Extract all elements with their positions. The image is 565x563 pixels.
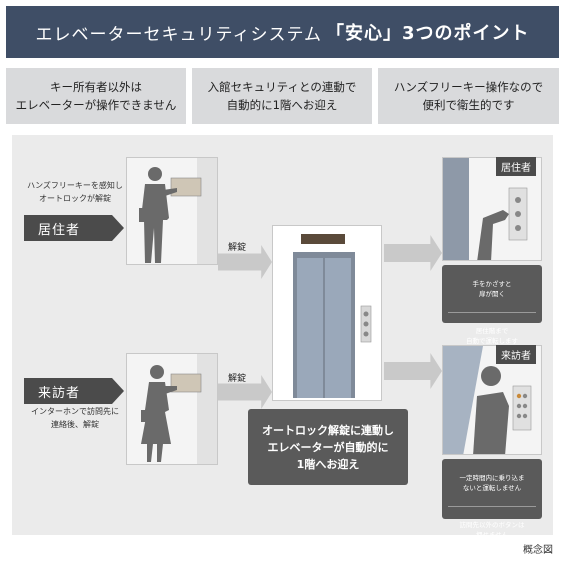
visitor-person-icon [127,354,217,464]
header-emphasis: 「安心」3つのポイント [325,23,530,44]
unlock-label-visitor: 解錠 [228,374,247,384]
resident-person-icon [127,158,217,264]
resident-note-divider [448,312,536,313]
visitor-badge: 来訪者 [496,345,536,364]
visitor-elevator-illustration [442,345,542,455]
visitor-note-2: 訪問先以外のボタンは 押せません [459,521,525,539]
arrow-to-visitor-floor [384,353,442,389]
visitor-notes-box: 一定時間内に乗り込ま ないと運転しません 訪問先以外のボタンは 押せません [442,459,542,539]
concept-caption: 概念図 [523,545,553,556]
resident-entrance-illustration [126,157,218,265]
hand-over-button-icon [443,158,541,260]
resident-badge: 居住者 [496,157,536,176]
point-1: キー所有者以外は エレベーターが操作できません [6,68,186,124]
unlock-label-resident: 解錠 [228,243,247,253]
elevator-icon [273,226,381,400]
visitor-note: インターホンで訪問先に 連絡後、解錠 [31,407,119,429]
diagram-panel: ハンズフリーキーを感知し オートロックが解錠 居住者 来訪者 インターホンで訪問… [12,135,553,539]
center-message-box: オートロック解錠に連動し エレベーターが自動的に 1階へお迎え [248,409,408,485]
arrow-to-resident-floor [384,235,442,271]
resident-label: 居住者 [38,222,81,238]
resident-tag: 居住者 [24,215,124,241]
resident-note-1: 手をかざすと 扉が開く [472,280,512,298]
resident-note: ハンズフリーキーを感知し オートロックが解錠 [27,181,123,203]
visitor-entrance-illustration [126,353,218,465]
visitor-in-elevator-icon [443,346,541,454]
visitor-note-1: 一定時間内に乗り込ま ないと運転しません [459,474,525,492]
visitor-label: 来訪者 [38,385,81,401]
page-header: エレベーターセキュリティシステム 「安心」3つのポイント [6,6,559,58]
point-3: ハンズフリーキー操作なので 便利で衛生的です [378,68,559,124]
elevator-illustration [272,225,382,401]
visitor-tag: 来訪者 [24,378,124,404]
visitor-note-divider [448,506,536,507]
point-2: 入館セキュリティとの連動で 自動的に1階へお迎え [192,68,372,124]
resident-notes-box: 手をかざすと 扉が開く 居住階まで 自動で運転します [442,265,542,345]
resident-note-2: 居住階まで 自動で運転します [466,327,518,345]
header-title: エレベーターセキュリティシステム [35,24,322,45]
